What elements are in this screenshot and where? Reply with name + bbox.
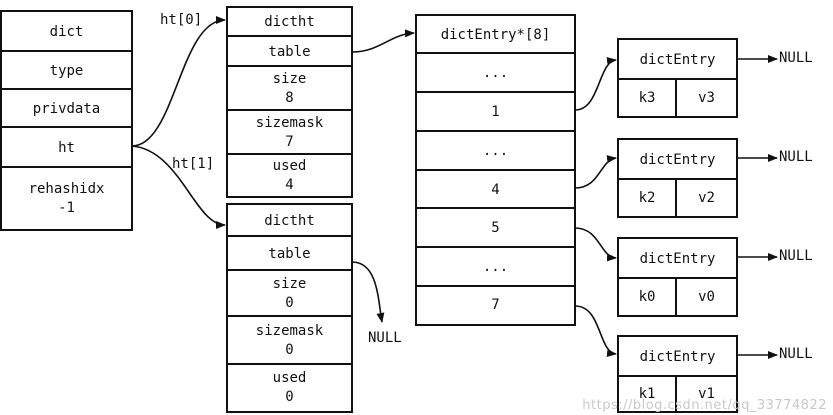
arrow-table0: [351, 29, 415, 53]
label-ht0: ht[0]: [160, 12, 203, 28]
dict-field-privdata: privdata: [2, 88, 131, 128]
watermark: https://blog.csdn.net/qq_33774822: [582, 398, 827, 413]
dictht-0: dictht table size 8 sizemask 7 used 4: [226, 6, 353, 198]
dictht1-used: used 0: [228, 363, 351, 411]
dict-entry-value: v0: [698, 288, 715, 305]
label-null-ht1: NULL: [368, 330, 402, 346]
dictht1-used-label: used: [272, 370, 307, 386]
bucket-slot-4: 4: [417, 169, 574, 209]
dict-entry-k1: dictEntry k1 v1: [617, 335, 738, 413]
dictht1-size-label: size: [272, 276, 307, 292]
bucket-array-title: dictEntry*[8]: [440, 26, 551, 43]
bucket-slot-ellipsis: ...: [417, 130, 574, 171]
dictht1-title: dictht: [264, 212, 315, 229]
null-label: NULL: [779, 248, 813, 264]
dict-entry-title: dictEntry: [639, 151, 716, 168]
dict-entry-kv: k3 v3: [619, 78, 736, 116]
arrow-table1-null: [351, 261, 385, 323]
dictht0-table: table: [228, 35, 351, 67]
dict-entry-title: dictEntry: [639, 250, 716, 267]
null-label: NULL: [779, 50, 813, 66]
dictht0-title: dictht: [264, 14, 315, 30]
dict-entry-k0: dictEntry k0 v0: [617, 237, 738, 317]
dictht0-size-label: size: [272, 71, 307, 87]
dict-entry-key: k2: [619, 180, 677, 216]
dict-entry-kv: k0 v0: [619, 277, 736, 315]
dictht0-used-value: 4: [285, 176, 294, 193]
dict-field-ht: ht: [2, 126, 131, 168]
dictht1-sizemask: sizemask 0: [228, 315, 351, 365]
dict-entry-title: dictEntry: [639, 51, 716, 68]
dict-field-rehashidx: rehashidx -1: [2, 166, 131, 229]
dict-entry-value: v1: [698, 385, 715, 402]
dict-entry-value: v3: [698, 89, 715, 106]
dictht0-size-value: 8: [285, 90, 294, 106]
dictht1-sizemask-value: 0: [285, 342, 294, 358]
dictht1-sizemask-label: sizemask: [255, 323, 324, 339]
dict-entry-kv: k1 v1: [619, 375, 736, 411]
label-ht1: ht[1]: [172, 156, 215, 172]
dictht1-size: size 0: [228, 269, 351, 317]
dictht0-used: used 4: [228, 153, 351, 196]
dict-title: dict: [49, 23, 84, 40]
dict-entry-key: k1: [619, 377, 677, 411]
dictht1-size-value: 0: [285, 295, 294, 311]
null-label: NULL: [779, 346, 813, 362]
rehashidx-label: rehashidx: [28, 180, 105, 197]
dict-entry-title: dictEntry: [639, 348, 716, 365]
dictht1-used-value: 0: [285, 389, 294, 405]
dict-struct: dict type privdata ht rehashidx -1: [0, 10, 133, 231]
dictht0-sizemask: sizemask 7: [228, 109, 351, 155]
dictht0-sizemask-value: 7: [285, 134, 294, 150]
dictht1-table: table: [228, 235, 351, 271]
dict-entry-k2: dictEntry k2 v2: [617, 138, 738, 218]
arrow-slot1: [574, 57, 617, 111]
bucket-array: dictEntry*[8] ... 1 ... 4 5 ... 7: [415, 14, 576, 326]
bucket-slot-5: 5: [417, 207, 574, 248]
dictht-1: dictht table size 0 sizemask 0 used 0: [226, 203, 353, 413]
dictht0-used-label: used: [272, 157, 307, 174]
bucket-slot-7: 7: [417, 285, 574, 324]
arrow-ht1: [131, 145, 226, 229]
null-label: NULL: [779, 149, 813, 165]
bucket-slot-ellipsis: ...: [417, 52, 574, 93]
arrow-slot7: [574, 305, 617, 357]
dict-entry-value: v2: [698, 189, 715, 206]
dict-entry-key: k3: [619, 80, 677, 116]
arrow-ht0: [131, 16, 226, 147]
dict-entry-key: k0: [619, 279, 677, 315]
dict-entry-k3: dictEntry k3 v3: [617, 38, 738, 118]
bucket-slot-ellipsis: ...: [417, 246, 574, 287]
dictht0-sizemask-label: sizemask: [255, 115, 324, 131]
dict-entry-kv: k2 v2: [619, 178, 736, 216]
arrow-slot4: [574, 155, 617, 189]
arrow-slot5: [574, 227, 617, 262]
dictht0-size: size 8: [228, 65, 351, 111]
bucket-slot-1: 1: [417, 91, 574, 132]
rehashidx-value: -1: [58, 199, 75, 216]
dict-field-type: type: [2, 50, 131, 90]
